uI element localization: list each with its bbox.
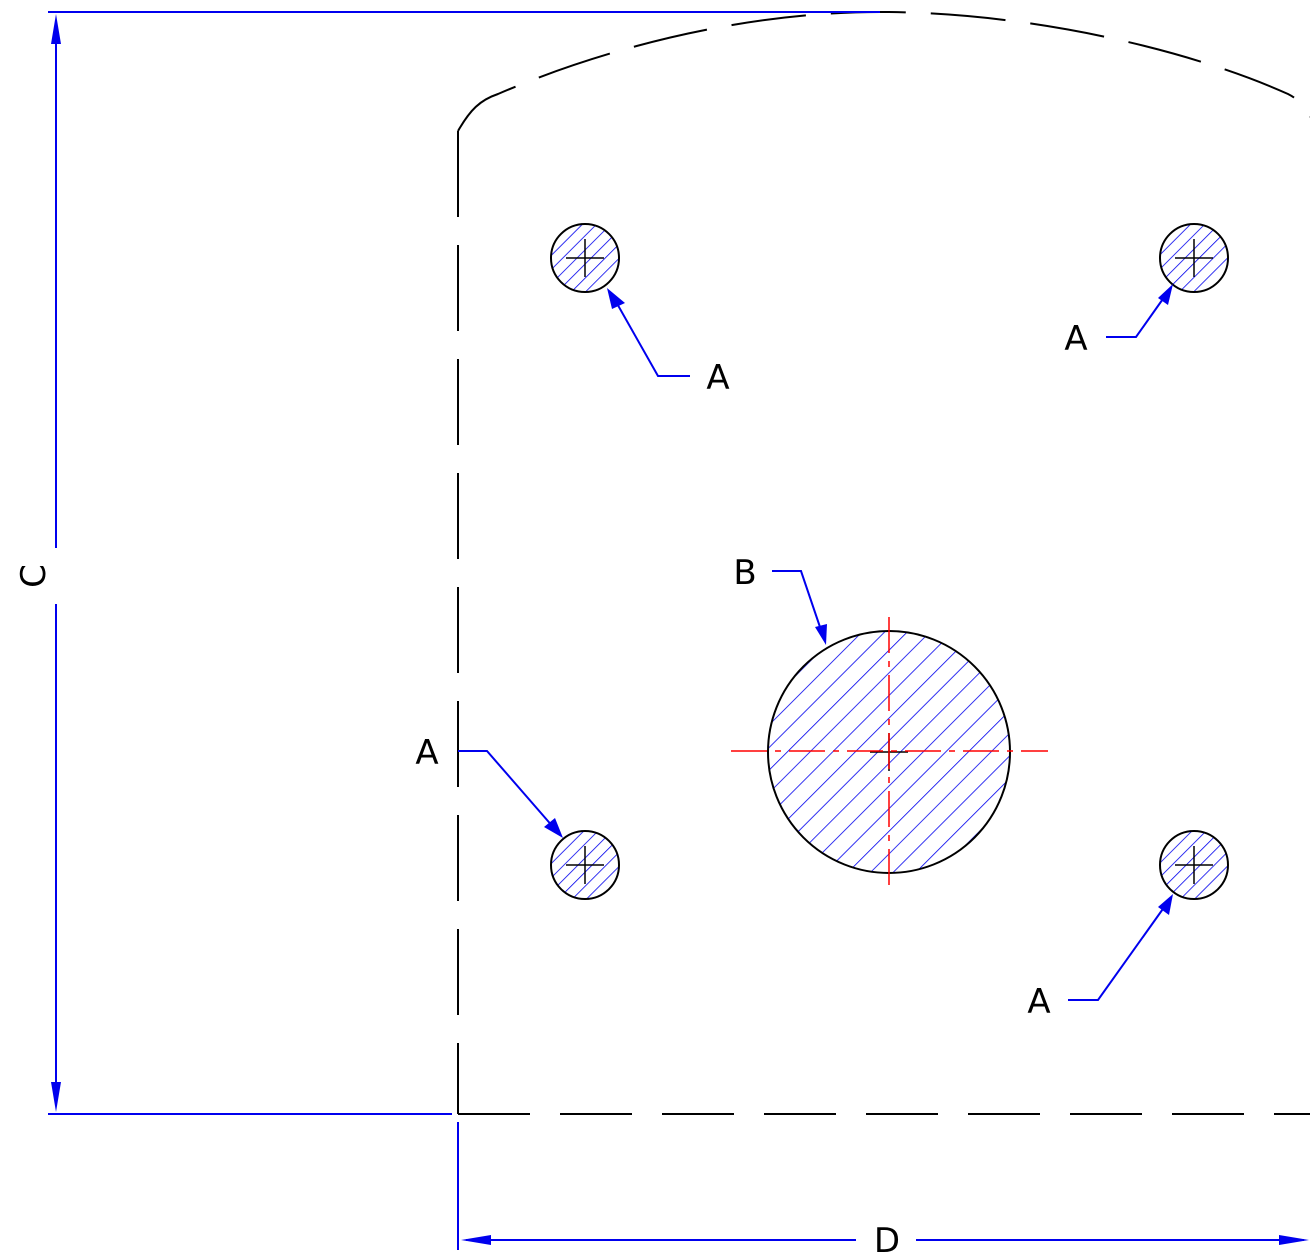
dimension-c-arrows	[51, 14, 61, 1112]
plate-top-arc	[457, 10, 1310, 132]
dimension-d-arrows	[461, 1235, 1309, 1245]
arrowhead-top-right	[1158, 284, 1173, 305]
arrowhead-bottom-left	[544, 818, 563, 838]
leader-b	[772, 570, 823, 634]
arrow-c-bottom	[51, 1082, 61, 1112]
hole-bottom-left	[550, 830, 620, 900]
hole-center-large	[767, 630, 1011, 874]
hole-bottom-right	[1159, 830, 1229, 900]
arrowhead-bottom-right	[1158, 894, 1173, 915]
hole-top-left	[550, 223, 620, 293]
leaders	[458, 295, 1166, 1001]
label-dim-d: D	[874, 1221, 900, 1256]
leader-a-top-left	[614, 299, 690, 377]
arrow-d-left	[461, 1235, 491, 1245]
plate-outline	[457, 10, 1310, 1115]
hole-top-right	[1159, 223, 1229, 293]
label-a-top-right: A	[1064, 319, 1087, 359]
label-b: B	[733, 553, 756, 593]
leader-arrowheads	[544, 284, 1173, 915]
centerlines	[731, 617, 1048, 885]
label-a-top-left: A	[706, 358, 729, 398]
leader-a-bottom-left	[458, 750, 555, 829]
leader-a-bottom-right	[1068, 905, 1166, 1001]
arrowhead-b	[815, 624, 827, 645]
label-a-bottom-left: A	[415, 733, 438, 773]
label-a-bottom-right: A	[1027, 982, 1050, 1022]
leader-a-top-right	[1106, 295, 1166, 338]
arrow-c-top	[51, 14, 61, 44]
dimension-d	[457, 1122, 1304, 1250]
arrowhead-top-left	[607, 288, 625, 309]
label-dim-c: C	[14, 564, 54, 588]
arrow-d-right	[1279, 1235, 1309, 1245]
